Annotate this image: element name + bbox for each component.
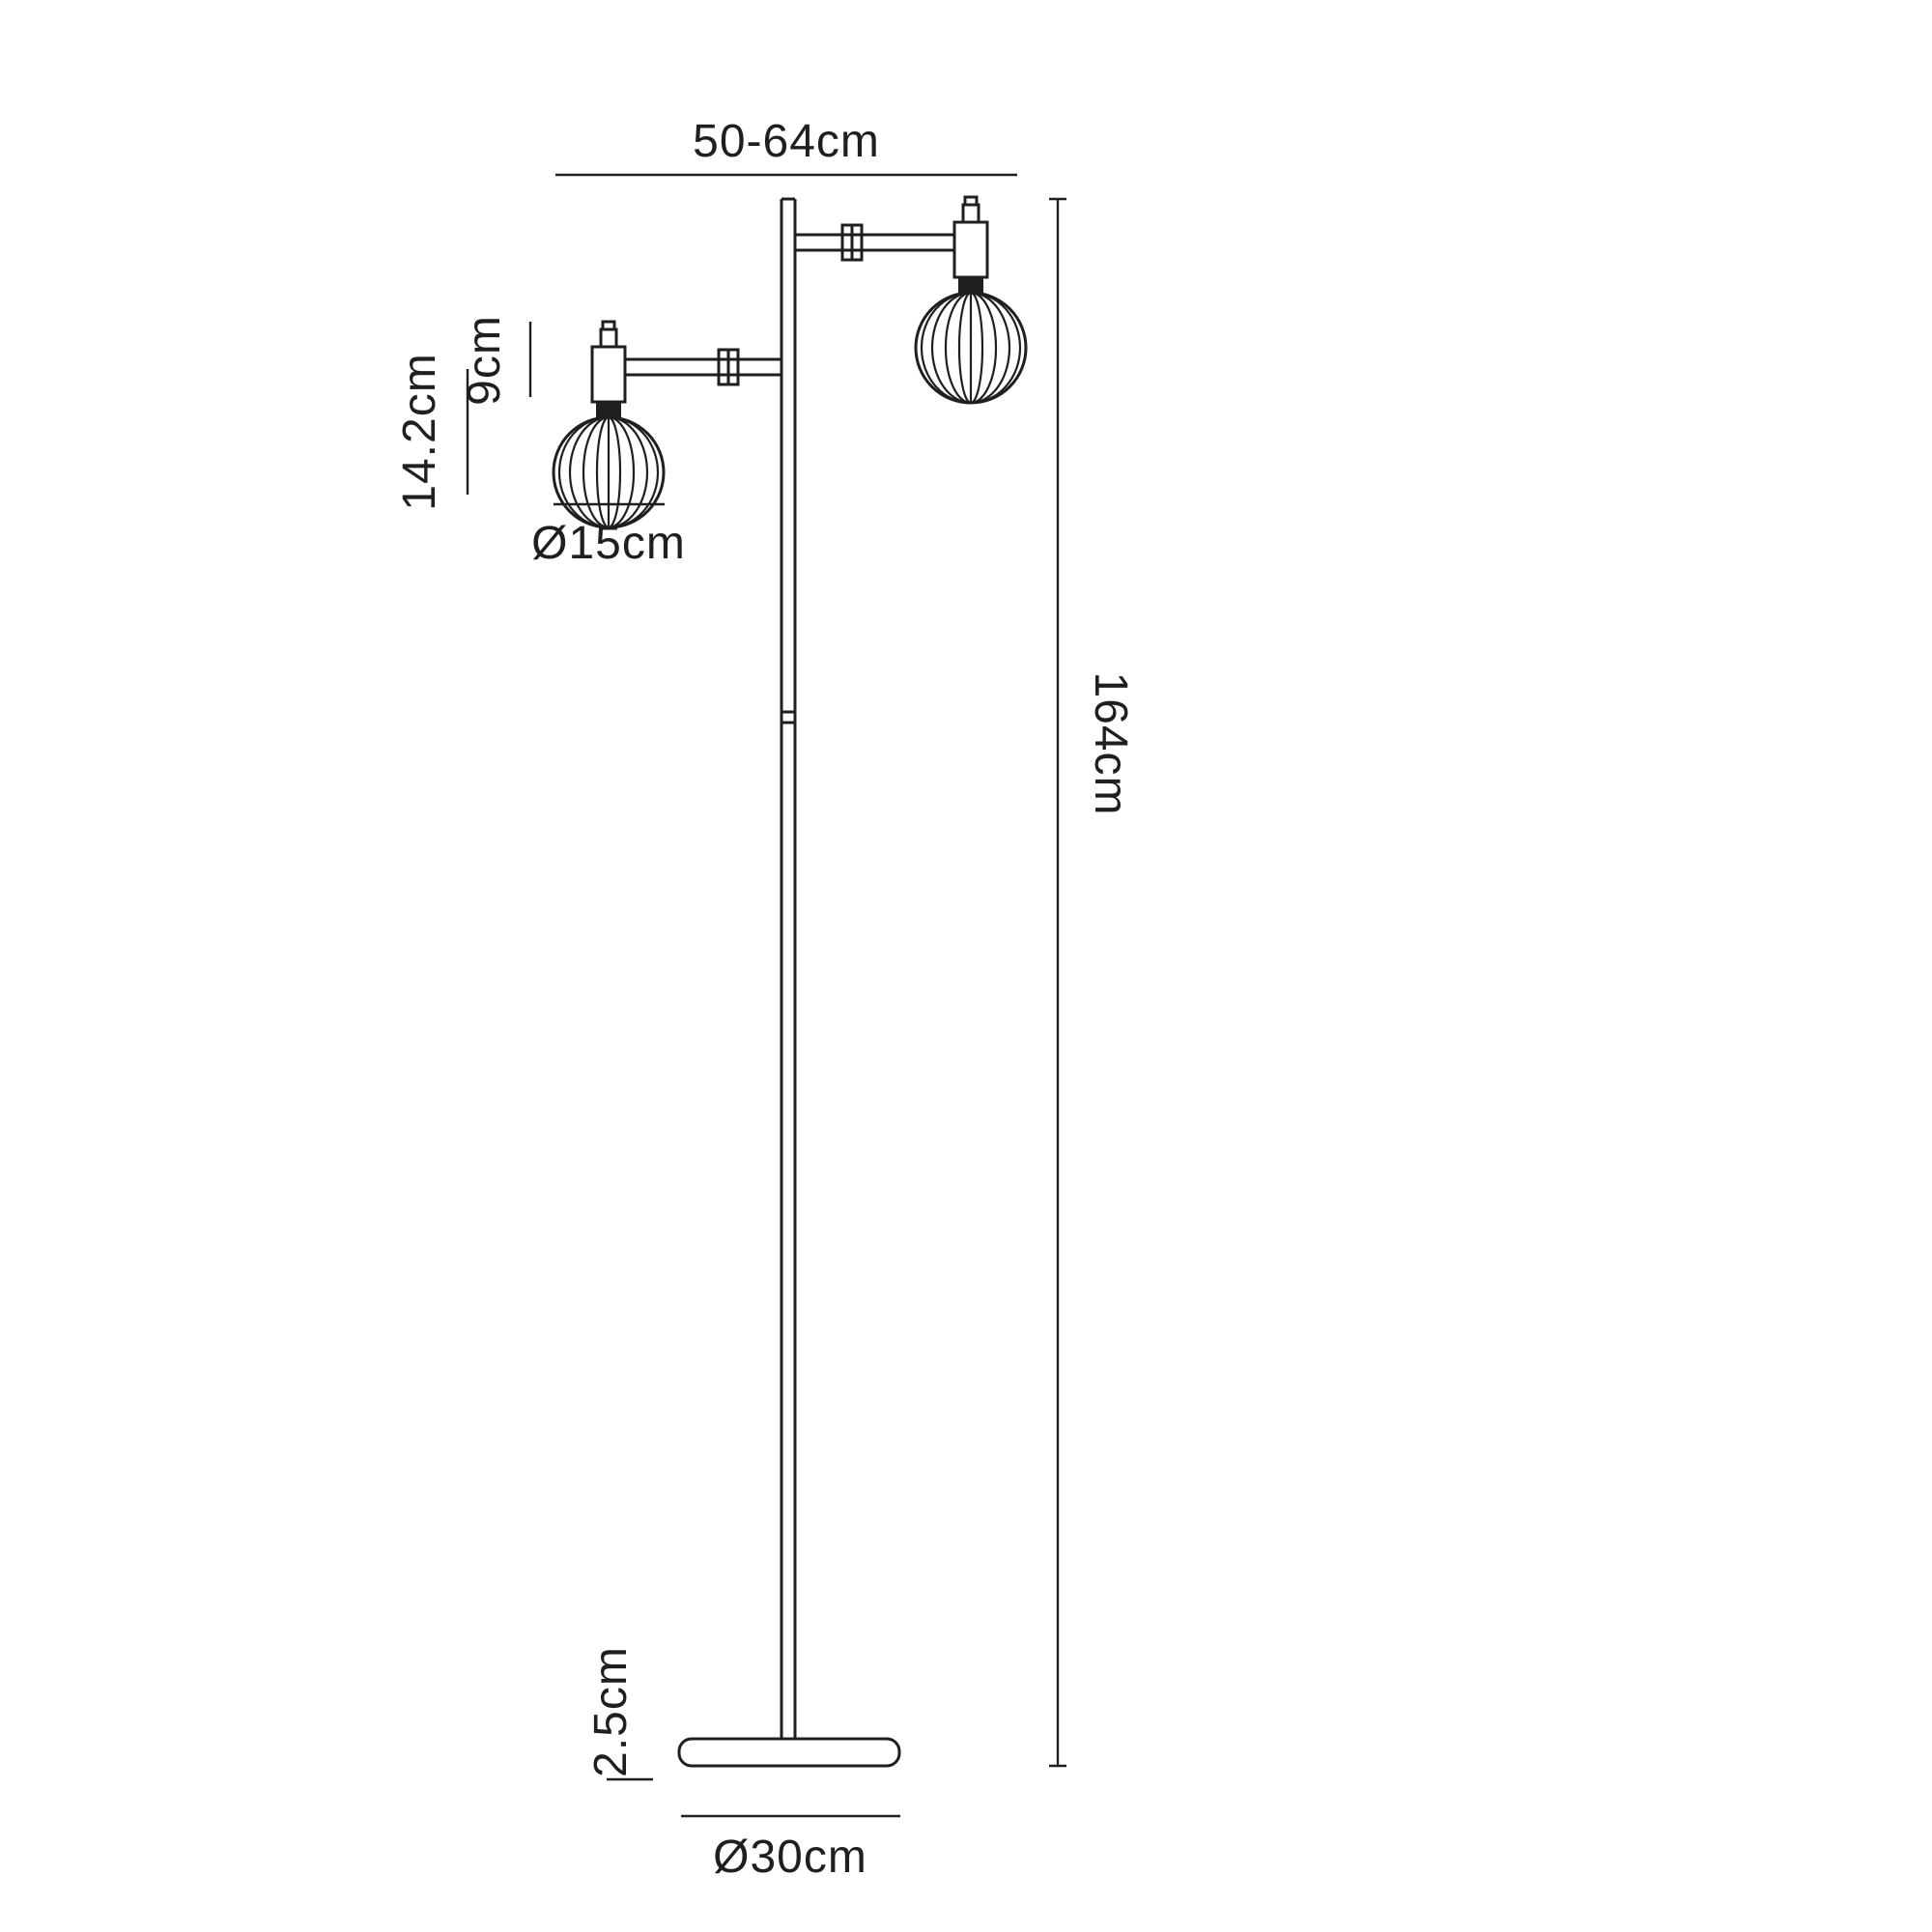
left-holder-stem: [599, 327, 618, 349]
left-socket-band: [596, 402, 621, 417]
left-lamp-assembly: [552, 320, 781, 529]
right-holder-body: [952, 220, 989, 279]
base-diameter-label: Ø30cm: [713, 1832, 867, 1883]
base-thickness-label: 2.5cm: [585, 1646, 637, 1777]
shade-height-label: 14.2cm: [394, 353, 445, 510]
right-lamp-assembly: [795, 195, 1028, 405]
lamp-pole: [780, 197, 797, 1739]
left-holder-body: [590, 345, 627, 404]
lamp-base: [677, 1737, 901, 1768]
holder-height-label: 9cm: [459, 315, 510, 406]
dimension-total-height: 164cm: [1049, 197, 1136, 1768]
arm-spread-label: 50-64cm: [693, 116, 880, 167]
dimension-base-diameter: Ø30cm: [681, 1814, 900, 1883]
dimension-arm-spread: 50-64cm: [555, 116, 1017, 177]
right-holder-stem: [961, 203, 980, 224]
dimension-holder-height: 9cm: [459, 315, 532, 406]
dimension-shade-height: 14.2cm: [394, 353, 469, 511]
right-socket-band: [958, 277, 983, 293]
dimension-base-thickness: 2.5cm: [585, 1646, 653, 1781]
total-height-label: 164cm: [1085, 671, 1136, 815]
base-disc: [677, 1737, 901, 1768]
